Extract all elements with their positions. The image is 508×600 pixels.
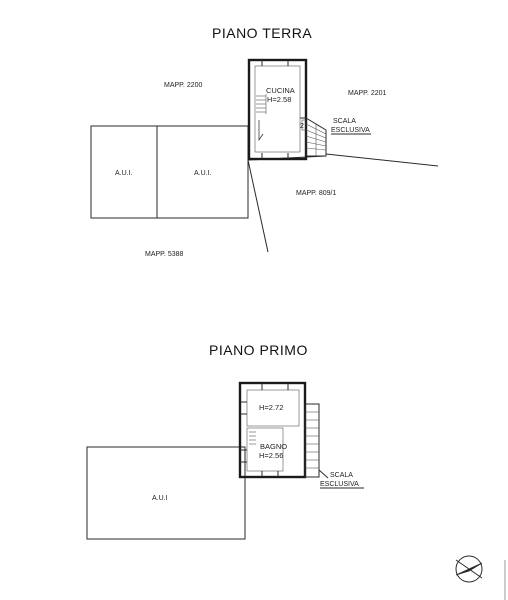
ground-stair-label-1: SCALA — [333, 118, 356, 125]
first-floor-title: PIANO PRIMO — [209, 342, 308, 358]
aui-left-label: A.U.I. — [115, 170, 133, 177]
mapp-5388-label: MAPP. 5388 — [145, 251, 184, 258]
mapp-809-label: MAPP. 809/1 — [296, 190, 336, 197]
first-aui-label: A.U.I — [152, 495, 168, 502]
ground-floor-title: PIANO TERRA — [212, 25, 312, 41]
cucina-height: H=2.58 — [267, 95, 291, 104]
cucina-room: CUCINA H=2.58 — [247, 58, 308, 161]
cucina-internal-stair — [256, 94, 267, 142]
ground-floor-boundaries — [90, 125, 439, 253]
first-floor-aui-block: A.U.I — [86, 446, 246, 540]
first-room-height: H=2.72 — [259, 403, 283, 412]
first-stair-label-1: SCALA — [330, 472, 353, 479]
first-external-stair — [304, 403, 329, 479]
first-stair-label-2: ESCLUSIVA — [320, 481, 359, 488]
ground-external-stair: 2 — [300, 117, 327, 157]
cucina-label: CUCINA — [266, 86, 295, 95]
bagno-height: H=2.56 — [259, 451, 283, 460]
ground-stair-mark: 2 — [300, 123, 304, 130]
north-arrow-icon — [455, 555, 483, 583]
mapp-2201-label: MAPP. 2201 — [348, 90, 387, 97]
aui-right-label: A.U.I. — [194, 170, 212, 177]
mapp-2200-label: MAPP. 2200 — [164, 82, 203, 89]
bagno-label: BAGNO — [260, 442, 287, 451]
ground-stair-label-2: ESCLUSIVA — [331, 127, 370, 134]
first-floor-house: H=2.72 BAGNO H=2.56 — [238, 381, 307, 479]
